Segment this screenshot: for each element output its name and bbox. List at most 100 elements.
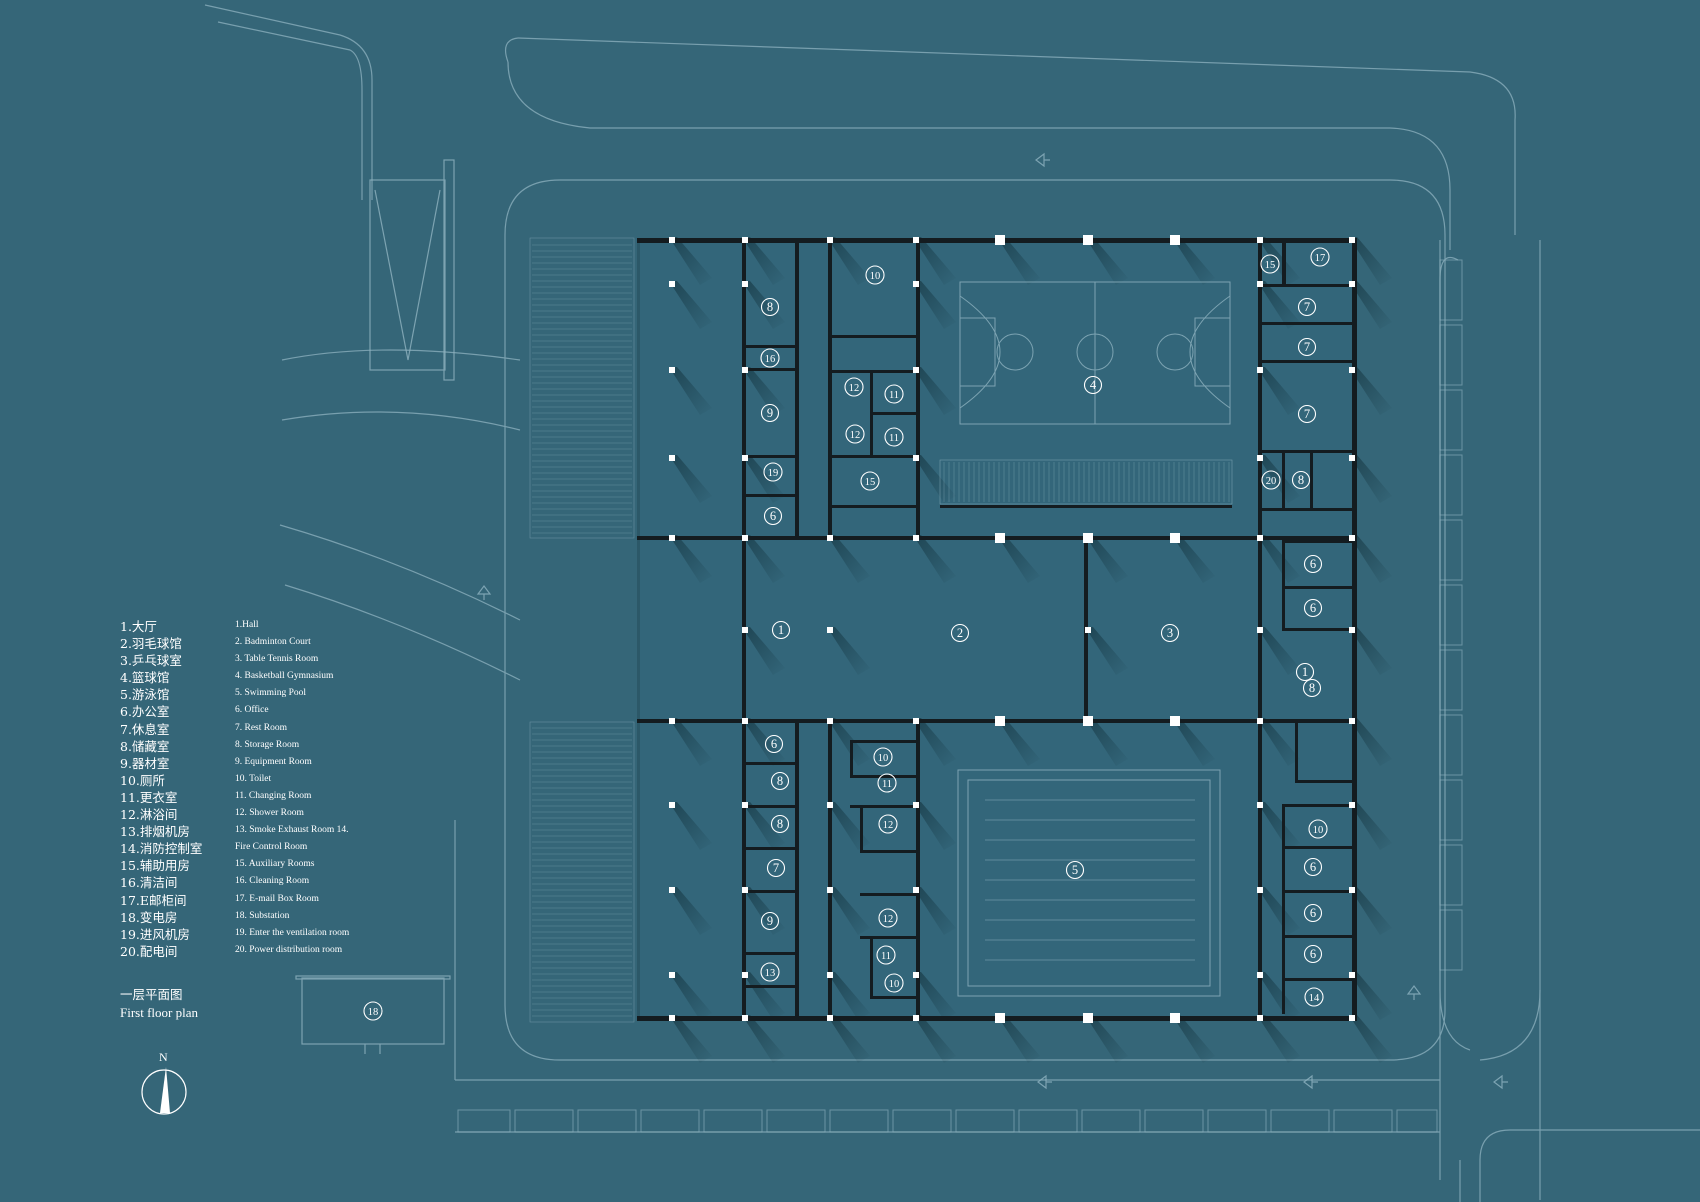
room-label: 18: [363, 1001, 383, 1021]
room-number: 3: [1167, 626, 1173, 640]
room-number: 8: [767, 300, 773, 314]
room-number: 15: [865, 477, 876, 488]
room-label: 10: [1308, 819, 1328, 839]
legend-english: 1.Hall 2. Badminton Court 3. Table Tennis …: [235, 617, 435, 959]
legend-cn-item: 5.游泳馆: [120, 687, 170, 703]
room-label: 7: [766, 858, 786, 878]
room-number: 7: [1304, 407, 1310, 421]
room-number: 18: [368, 1007, 379, 1018]
room-label: 7: [1297, 297, 1317, 317]
legend-en-item: 2. Badminton Court: [235, 637, 311, 648]
room-label: 11: [884, 384, 904, 404]
room-label: 12: [878, 814, 898, 834]
room-label: 6: [1303, 903, 1323, 923]
legend-en-item: 6. Office: [235, 705, 269, 716]
room-label: 6: [1303, 598, 1323, 618]
plan-title-en: First floor plan: [120, 1005, 198, 1020]
room-number: 10: [878, 753, 889, 764]
column-shadows: [669, 237, 1392, 1063]
room-number: 20: [1266, 476, 1277, 487]
legend-cn-item: 8.储藏室: [120, 738, 170, 754]
legend-en-item: 8. Storage Room: [235, 739, 300, 750]
room-number: 11: [889, 390, 899, 401]
room-label: 13: [760, 962, 780, 982]
bleachers: [939, 459, 1233, 505]
west-stairs: [529, 237, 635, 1023]
room-number: 10: [889, 979, 900, 990]
room-number: 7: [1304, 340, 1310, 354]
room-number: 7: [773, 861, 779, 875]
pool-lanes: [985, 799, 1195, 961]
legend-cn-item: 16.清洁间: [120, 875, 178, 891]
room-label: 6: [1303, 554, 1323, 574]
legend-en-item: 18. Substation: [235, 910, 290, 921]
room-label: 11: [884, 427, 904, 447]
legend-en-item: 1.Hall: [235, 620, 259, 630]
legend-en-item: Fire Control Room: [235, 842, 308, 853]
room-number: 4: [1090, 378, 1097, 392]
room-label: 6: [764, 734, 784, 754]
room-label: 12: [845, 424, 865, 444]
room-number: 11: [889, 433, 899, 444]
legend-en-item: 7. Rest Room: [235, 722, 287, 733]
legend-en-item: 17. E-mail Box Room: [235, 893, 319, 904]
room-number: 16: [765, 354, 776, 365]
room-label: 14: [1304, 987, 1324, 1007]
legend-en-item: 12. Shower Room: [235, 808, 304, 819]
legend-en-item: 13. Smoke Exhaust Room 14.: [235, 825, 349, 836]
legend-cn-item: 14.消防控制室: [120, 841, 203, 857]
compass-north-label: N: [159, 1050, 168, 1064]
direction-arrows: [476, 152, 1508, 1090]
legend-cn-item: 10.厕所: [120, 772, 165, 788]
plan-title-cn: 一层平面图: [120, 987, 183, 1002]
room-label: 6: [763, 506, 783, 526]
legend-cn-item: 15.辅助用房: [120, 858, 190, 874]
room-number: 6: [1310, 906, 1316, 920]
room-label: 9: [760, 403, 780, 423]
room-label: 7: [1297, 404, 1317, 424]
legend-cn-item: 20.配电间: [120, 943, 178, 959]
room-label: 10: [884, 973, 904, 993]
room-number: 12: [849, 383, 860, 394]
room-number: 13: [765, 968, 776, 979]
room-number: 11: [881, 951, 891, 962]
legend-en-item: 11. Changing Room: [235, 790, 312, 801]
room-label: 2: [950, 623, 970, 643]
legend-cn-item: 12.淋浴间: [120, 807, 178, 823]
room-label: 10: [873, 747, 893, 767]
legend-cn-item: 2.羽毛球馆: [120, 636, 182, 652]
room-number: 6: [771, 737, 777, 751]
room-label: 8: [1302, 678, 1322, 698]
legend-en-item: 19. Enter the ventilation room: [235, 927, 350, 938]
room-label: 11: [877, 773, 897, 793]
room-number: 14: [1309, 993, 1320, 1004]
room-label: 15: [860, 471, 880, 491]
swimming-pool: [957, 769, 1221, 997]
legend-cn-item: 13.排烟机房: [120, 824, 190, 840]
substation-outline: [295, 975, 451, 1054]
room-number: 8: [777, 817, 783, 831]
legend-en-item: 10. Toilet: [235, 773, 272, 784]
room-label: 12: [878, 908, 898, 928]
room-label: 15: [1260, 254, 1280, 274]
room-label: 5: [1065, 860, 1085, 880]
legend-cn-item: 17.E邮柜间: [120, 892, 187, 908]
room-number: 8: [1309, 681, 1315, 695]
legend-cn-item: 7.休息室: [120, 721, 170, 737]
room-label: 16: [760, 348, 780, 368]
room-label: 6: [1303, 857, 1323, 877]
columns: [669, 235, 1355, 1023]
room-number: 10: [870, 271, 881, 282]
room-number: 1: [1302, 665, 1308, 679]
room-number: 17: [1315, 253, 1326, 264]
room-number: 12: [883, 820, 894, 831]
legend-en-item: 3. Table Tennis Room: [235, 654, 319, 665]
room-number: 6: [1310, 947, 1316, 961]
legend-en-item: 15. Auxiliary Rooms: [235, 859, 315, 870]
nw-structure: [369, 159, 455, 381]
room-label: 1: [771, 620, 791, 640]
room-label: 11: [876, 945, 896, 965]
room-number: 2: [957, 626, 963, 640]
